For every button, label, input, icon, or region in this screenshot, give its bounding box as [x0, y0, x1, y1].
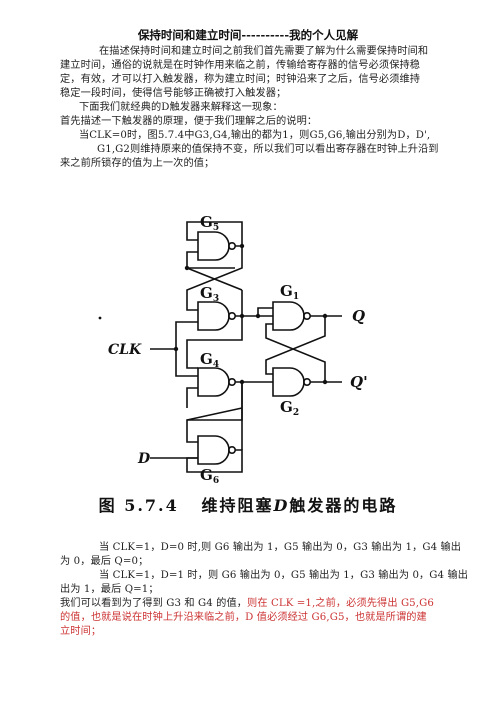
caption-d: D	[273, 496, 290, 515]
caption-main: 维持阻塞	[201, 496, 274, 515]
case1-line-2: 为 0，最后 Q=0；	[60, 556, 149, 567]
gate-g3	[197, 301, 230, 331]
label-g1: G	[280, 282, 293, 300]
gate-g6	[197, 435, 230, 465]
page-title: 保持时间和建立时间----------我的个人见解	[137, 28, 359, 42]
svg-text:G1: G1	[280, 282, 299, 302]
label-d: D	[137, 451, 151, 467]
label-g4: G	[200, 350, 213, 368]
conclusion-line-3: 立时间；	[60, 626, 102, 637]
conclusion-highlight: 则在 CLK =1,之前，必须先得出 G5,G6	[247, 598, 434, 609]
conclusion-lead: 我们可以看到为了得到 G3 和 G4 的值，	[60, 598, 248, 609]
case1-line-1: 当 CLK=1，D=0 时,则 G6 输出为 1，G5 输出为 0，G3 输出为…	[99, 542, 462, 553]
label-q: Q	[352, 307, 365, 325]
label-g3: G	[200, 284, 213, 302]
lead-line-1: 下面我们就经典的D触发器来解释这一现象：	[79, 102, 283, 113]
intro-line-2: 建立时间，通俗的说就是在时钟作用来临之前，传输给寄存器的信号必须保持稳	[60, 60, 421, 71]
intro-line-3: 定，有效，才可以打入触发器，称为建立时间；时钟沿来了之后，信号必须维持	[60, 74, 421, 85]
label-q-bar: Q'	[350, 373, 368, 391]
case2-line-2: 出为 1，最后 Q=1；	[60, 584, 159, 595]
intro-line-4: 稳定一段时间，使得信号能够正确被打入触发器；	[60, 88, 287, 99]
conclusion-line-2: 的值，也就是说在时钟上升沿来临之前，D 值必须经过 G6,G5，也就是所谓的建	[60, 612, 427, 623]
gate-g1	[272, 301, 305, 331]
label-g5: G	[200, 213, 213, 231]
svg-text:G3: G3	[200, 284, 219, 304]
caption-suffix: 触发器的电路	[289, 496, 398, 515]
case2-line-1: 当 CLK=1，D=1 时，则 G6 输出为 0，G5 输出为 1，G3 输出为…	[99, 570, 469, 581]
svg-text:G4: G4	[200, 350, 219, 370]
state0-line-3: 来之前所锁存的值为上一次的值；	[60, 158, 215, 169]
svg-text:G5: G5	[200, 213, 219, 233]
intro-line-1: 在描述保持时间和建立时间之前我们首先需要了解为什么需要保持时间和	[99, 46, 429, 57]
svg-text:G6: G6	[200, 466, 219, 486]
conclusion-line-1: 我们可以看到为了得到 G3 和 G4 的值，则在 CLK =1,之前，必须先得出…	[60, 597, 434, 611]
lead-line-2: 首先描述一下触发器的原理，便于我们理解之后的说明：	[60, 116, 318, 127]
gate-g5	[197, 231, 230, 261]
figure-caption: 图 5.7.4 维持阻塞D触发器的电路	[0, 492, 496, 516]
caption-number: 图 5.7.4	[98, 496, 179, 515]
gate-g2	[272, 367, 305, 397]
gate-g4	[197, 367, 230, 397]
label-g2: G	[280, 398, 293, 416]
state0-line-2: G1,G2则维持原来的值保持不变，所以我们可以看出寄存器在时钟上升沿到	[97, 144, 439, 155]
label-clk: CLK	[108, 342, 142, 358]
state0-line-1: 当CLK=0时，图5.7.4中G3,G4,输出的都为1，则G5,G6,输出分别为…	[79, 130, 431, 141]
svg-text:G2: G2	[280, 398, 299, 418]
label-g6: G	[200, 466, 213, 484]
